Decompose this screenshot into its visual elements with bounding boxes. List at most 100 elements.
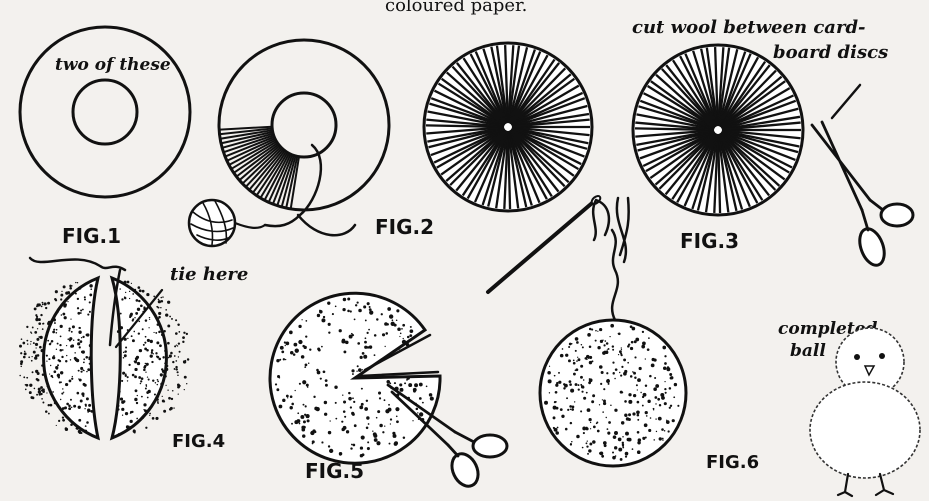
speckle [175,360,177,362]
speckle [155,332,157,334]
speckle [88,356,91,359]
speckle [77,282,78,283]
speckle [403,338,404,339]
speckle [669,387,672,390]
speckle [664,381,665,382]
speckle [26,340,28,342]
speckle [376,318,378,320]
speckle [589,328,592,331]
speckle [557,427,559,429]
speckle [121,432,123,434]
speckle [58,359,60,361]
speckle [145,427,147,429]
speckle [157,323,160,326]
speckle [58,420,60,422]
speckle [164,375,166,377]
speckle [610,404,612,406]
speckle [55,290,58,293]
speckle [335,402,337,404]
speckle [20,352,22,354]
speckle [396,420,399,423]
speckle [158,331,161,334]
speckle [608,383,610,385]
speckle [344,416,346,418]
speckle [646,415,648,417]
speckle [63,285,66,288]
speckle [607,428,609,430]
speckle [136,402,138,404]
speckle [23,376,25,378]
speckle [361,388,363,390]
speckle [392,319,394,321]
speckle [183,360,186,363]
speckle [327,302,330,305]
speckle [77,312,80,315]
speckle [397,347,400,350]
speckle [71,344,74,347]
fig1-label: FIG.1 [62,224,121,248]
speckle [342,308,345,311]
speckle [366,332,368,334]
speckle [174,345,176,347]
speckle [117,408,119,410]
speckle [62,349,64,351]
speckle [22,342,25,345]
speckle [84,384,87,387]
speckle [150,340,153,343]
speckle [25,389,27,391]
speckle [347,297,350,300]
speckle [291,403,294,406]
speckle [604,444,607,447]
speckle [603,388,605,390]
speckle [335,306,337,308]
speckle [347,310,350,313]
speckle [591,360,593,362]
speckle [158,299,160,301]
speckle [26,377,28,379]
speckle [600,383,602,385]
speckle [61,314,63,316]
speckle [131,283,132,284]
speckle [296,419,300,423]
speckle [417,412,418,413]
speckle [160,373,163,376]
speckle [30,331,32,333]
speckle [119,288,121,290]
speckle [612,456,616,460]
fig3-note-line1: cut wool between card- [632,17,866,38]
speckle [162,370,165,373]
speckle [582,447,584,449]
speckle [178,342,180,344]
speckle [328,431,331,434]
speckle [593,425,596,428]
speckle [36,338,39,341]
speckle [86,371,87,372]
speckle [42,328,44,330]
speckle [75,293,77,295]
speckle [175,366,177,368]
speckle [575,350,577,352]
speckle [663,367,667,371]
speckle [654,396,657,399]
speckle [57,374,60,377]
speckle [84,299,86,301]
speckle [174,355,176,357]
speckle [79,379,82,382]
speckle [52,356,55,359]
speckle [123,400,126,403]
speckle [361,435,365,439]
speckle [639,367,642,370]
speckle [305,336,307,338]
speckle [51,375,53,377]
speckle [87,313,89,315]
speckle [592,440,595,443]
speckle [146,349,149,352]
fig2-label: FIG.2 [375,215,434,239]
speckle [169,408,172,411]
speckle [125,347,127,349]
speckle [78,406,81,409]
speckle [43,368,45,370]
speckle [376,417,378,419]
speckle [599,328,602,331]
